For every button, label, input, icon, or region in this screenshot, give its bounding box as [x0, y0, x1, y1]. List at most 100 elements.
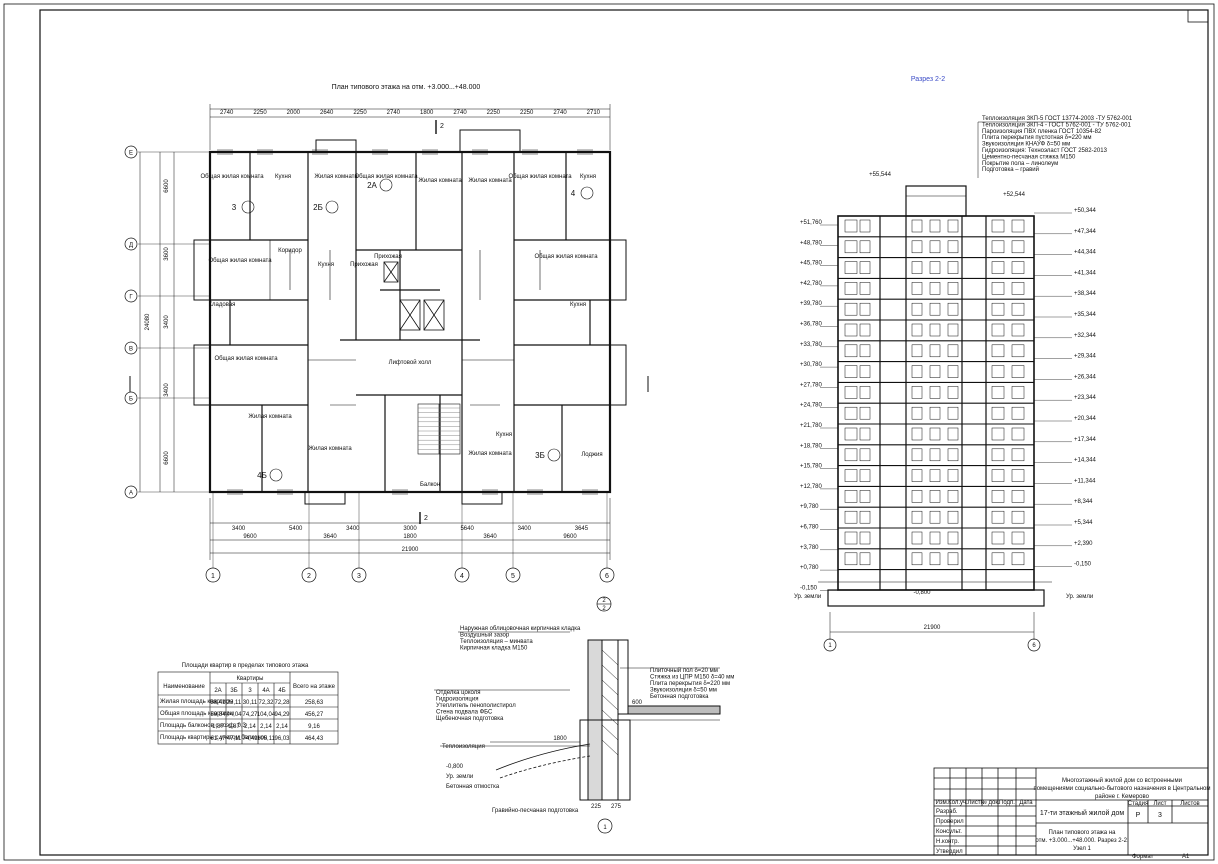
- section-window: [991, 240, 1005, 254]
- detail-note-left: Теплоизоляция – минвата: [460, 639, 533, 645]
- section-window: [929, 531, 941, 545]
- section-window: [859, 365, 871, 378]
- room-label: Общая жилая комната: [208, 258, 272, 264]
- table-cell: 94,29: [274, 712, 290, 718]
- level-mark-left: +27,780: [800, 382, 823, 388]
- tb-stage: Р: [1136, 812, 1141, 819]
- section-window: [911, 219, 923, 233]
- plan-title: План типового этажа на отм. +3.000...+48…: [332, 84, 481, 91]
- table-apt-type: 3Б: [230, 688, 237, 694]
- level-mark-right: +35,344: [1074, 312, 1097, 318]
- section-note: Звукоизоляция КНАУФ δ=50 мм: [982, 142, 1070, 148]
- table-col-group: Квартиры: [237, 676, 264, 682]
- col-axis-bubble: [505, 567, 521, 583]
- apartment-mark: 2А: [367, 181, 377, 190]
- apartment-mark: 3Б: [535, 451, 545, 460]
- col-axis-bubble: [351, 567, 367, 583]
- col-axis-label: 1: [211, 573, 215, 580]
- level-mark-right: +44,344: [1074, 250, 1097, 256]
- apartment-mark: 2Б: [313, 203, 323, 212]
- room-label: Кухня: [580, 174, 596, 180]
- section-window: [911, 427, 923, 441]
- section-window: [911, 261, 923, 274]
- tb-sheet: 3: [1158, 812, 1162, 819]
- room-label: Жилая комната: [418, 178, 462, 184]
- room-label: Лоджия: [581, 452, 602, 458]
- section-window: [1011, 323, 1025, 337]
- table-cell: 74,41: [242, 736, 258, 742]
- top-dim-label: 2250: [520, 110, 534, 116]
- level-mark-right: +11,344: [1074, 478, 1096, 484]
- section-window: [859, 469, 871, 482]
- level-mark-left: +24,780: [800, 403, 823, 409]
- left-dim-label: 3400: [164, 383, 170, 397]
- apartment-mark-circle: [325, 200, 339, 214]
- section-window: [991, 365, 1005, 378]
- section-window: [859, 490, 871, 503]
- table-row-name: Площадь квартиры с учетом балконов: [160, 735, 267, 741]
- plan-lifts: [383, 261, 445, 331]
- table-apt-type: 4Б: [278, 688, 285, 694]
- section-window: [991, 531, 1005, 545]
- section-cut-mark: 2 2: [129, 120, 649, 524]
- detail-dim-1800: 1800: [553, 736, 567, 742]
- tb-col-head: № док.: [980, 799, 1000, 806]
- row-axis-bubble: [124, 237, 138, 251]
- table-col-name: Наименование: [163, 684, 205, 690]
- room-label: Общая жилая комната: [214, 356, 278, 362]
- section-window: [947, 427, 959, 441]
- plan-walls: [193, 129, 627, 505]
- section-window: [991, 219, 1005, 233]
- room-label: Прихожая: [350, 262, 378, 268]
- section-window: [911, 302, 923, 316]
- level-mark-right: +14,344: [1074, 458, 1097, 464]
- section-window: [844, 469, 858, 482]
- room-label: Лифтовой холл: [389, 359, 432, 366]
- section-window: [929, 282, 941, 295]
- section-axis-1: [823, 638, 837, 652]
- detail-dim-a: 225: [591, 804, 602, 810]
- section-window: [947, 406, 959, 420]
- level-mark-left: +9,780: [800, 504, 819, 510]
- section-window: [844, 240, 858, 254]
- level-mark-right: +47,344: [1074, 229, 1097, 235]
- tb-format: А1: [1182, 854, 1190, 860]
- section-level-marks: +51,760+48,780+45,780+42,780+39,780+36,7…: [800, 208, 1097, 591]
- section-window: [947, 219, 959, 233]
- tb-format-label: Формат: [1132, 854, 1154, 860]
- level-mark-right: +17,344: [1074, 437, 1097, 443]
- section-window: [859, 323, 871, 337]
- section-window: [859, 219, 871, 233]
- top-dim-label: 2740: [553, 110, 567, 116]
- detail-note-right: Звукоизоляция δ=50 мм: [650, 688, 717, 694]
- row-axis-bubble: [124, 289, 138, 303]
- section-window: [844, 448, 858, 462]
- detail-note-mid: Стена подвала ФБС: [436, 710, 493, 716]
- section-window: [929, 427, 941, 441]
- apartment-mark-circle: [379, 178, 393, 192]
- level-mark-right: +41,344: [1074, 270, 1097, 276]
- section-window: [911, 282, 923, 295]
- level-mark-right: +50,344: [1074, 208, 1097, 214]
- row-axis-label: А: [129, 491, 133, 497]
- section-window: [1011, 240, 1025, 254]
- room-label: Кухня: [496, 432, 512, 438]
- left-dim-label: 6600: [164, 451, 170, 465]
- level-mark-left: +3,780: [800, 545, 819, 551]
- section-window: [911, 531, 923, 545]
- section-window: [991, 323, 1005, 337]
- table-row-total: 9,16: [308, 724, 320, 730]
- section-note: Плита перекрытия пустотная δ=220 мм: [982, 135, 1092, 141]
- section-floors: [838, 215, 1034, 571]
- section-note: Теплоизоляция ЗКП-4 - ГОСТ 5762-001 - ТУ…: [982, 122, 1132, 128]
- left-dim-label: 6600: [164, 179, 170, 193]
- room-label: Кухня: [570, 302, 586, 308]
- section-window: [991, 448, 1005, 462]
- apartment-mark: 4Б: [257, 471, 267, 480]
- section-axis-6: [1027, 638, 1041, 652]
- level-mark-left: +0,780: [800, 565, 819, 571]
